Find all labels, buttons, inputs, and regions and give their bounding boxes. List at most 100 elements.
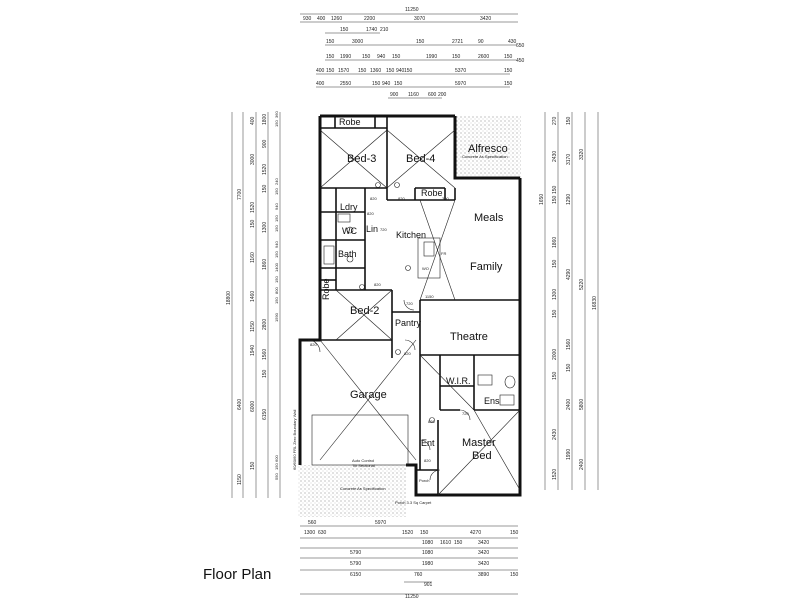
interior-walls [320,116,520,495]
top-overall-dim: 11250 [405,7,419,13]
dim-label: 630 [318,530,327,536]
dim-label: 2600 [478,54,489,60]
dim-label: 1290 [566,194,572,205]
dim-label: 150 [552,371,558,380]
theatre-label: Theatre [450,331,488,343]
dim-label: 720 [380,227,387,232]
dim-label: 2200 [364,16,375,22]
driveway-slab [298,465,406,517]
dim-label: 400 [317,16,326,22]
left-dimensions: 18800 7700 6400 1150 400 3000 1520 150 1… [226,111,281,498]
dim-label: 940 [274,241,279,248]
dim-label: 6000 [250,401,256,412]
dim-label: 5800 [579,399,585,410]
dim-label: 820 [428,419,435,424]
robe-left-label: Robe [321,278,331,300]
dim-label: 820 [424,458,431,463]
dim-label: 150 [504,54,513,60]
dim-label: 940 [377,54,386,60]
dim-label: 240 [274,178,279,185]
porch-label: Porch [419,478,429,483]
dim-label: 150 [262,369,268,378]
alfresco-note: Concrete As Specification [462,154,508,159]
dim-label: 7700 [237,189,243,200]
dim-label: 1080 [422,540,433,546]
dim-label: 150 [452,54,461,60]
dim-label: 150 [392,54,401,60]
dim-label: 1650 [539,194,545,205]
dim-label: 5970 [375,520,386,526]
dim-label: 900 [390,92,399,98]
dim-label: 150 [274,297,279,304]
dim-label: 150 [510,572,519,578]
ensuite-label: Ens [484,396,500,406]
dim-label: 200 [438,92,447,98]
dim-label: 1400 [274,262,279,272]
dim-label: 1860 [552,237,558,248]
dim-label: 150 [504,81,513,87]
dim-label: 150 [416,39,425,45]
driveway-note: Concrete As Specification [340,486,386,491]
dim-label: 1610 [440,540,451,546]
dim-label: 150 [552,259,558,268]
robe-top-label: Robe [339,117,361,127]
dim-label: 1160 [408,92,419,98]
dim-label: 1570 [338,68,349,74]
dim-label: 300 [442,196,449,201]
dim-label: 1150 [237,474,243,485]
dim-label: 3420 [478,550,489,556]
dim-label: 1520 [552,469,558,480]
dim-label: 3170 [566,154,572,165]
dim-label: 3420 [478,540,489,546]
dim-label: 1360 [370,68,381,74]
linen-label: Lin [366,224,378,234]
dim-label: 450 [516,58,525,64]
dim-label: 1990 [566,449,572,460]
dim-label: 3000 [250,154,256,165]
dim-label: 1980 [422,561,433,567]
right-overall-dim: 16830 [592,296,598,310]
dim-label: 150 [386,68,395,74]
dim-label: 430 [508,39,517,45]
garage-door-note: Auto Control [352,458,374,463]
bed3-label: Bed-3 [347,153,376,165]
dim-label: 820 [370,196,377,201]
dim-label: 550 [274,473,279,480]
dim-label: 1300 [304,530,315,536]
dim-label: 5370 [455,68,466,74]
kitchen-label: Kitchen [396,230,426,240]
dim-label: 5970 [455,81,466,87]
dim-label: 2000 [552,349,558,360]
dim-label: 1160 [250,252,256,263]
dim-label: 4270 [470,530,481,536]
dim-label: 6150 [262,409,268,420]
dim-label: 3890 [478,572,489,578]
dim-label: 360 [274,111,279,118]
fixtures [307,129,521,496]
dim-label: 150 [274,225,279,232]
dim-label: 560 [308,520,317,526]
dim-label: 150 [326,54,335,60]
dim-label: 90 [478,39,484,45]
bottom-dimensions: 560 5970 1300 630 1520 150 4270 150 1080… [300,520,519,600]
garage-label: Garage [350,389,387,401]
dim-label: 940 [396,68,405,74]
dim-label: 150 [274,463,279,470]
dim-label: 1520 [262,164,268,175]
dim-label: 210 [380,27,389,33]
dim-label: 150 [454,540,463,546]
bed2-label: Bed-2 [350,305,379,317]
wir-label: W.I.R. [446,376,471,386]
dim-label: 2430 [552,429,558,440]
dim-label: 650 [516,43,525,49]
dim-label: 150 [552,185,558,194]
fridge-note: FR [441,251,446,256]
dim-label: 150 [274,276,279,283]
dim-label: 1150 [425,294,434,299]
dim-label: 150 [404,68,413,74]
bottom-overall-dim: 11250 [405,594,419,600]
dim-label: 5790 [350,550,361,556]
boundary-wall-note: 60/60/60 FRL Zero Boundary Wall [292,409,297,470]
dim-label: 1560 [262,349,268,360]
